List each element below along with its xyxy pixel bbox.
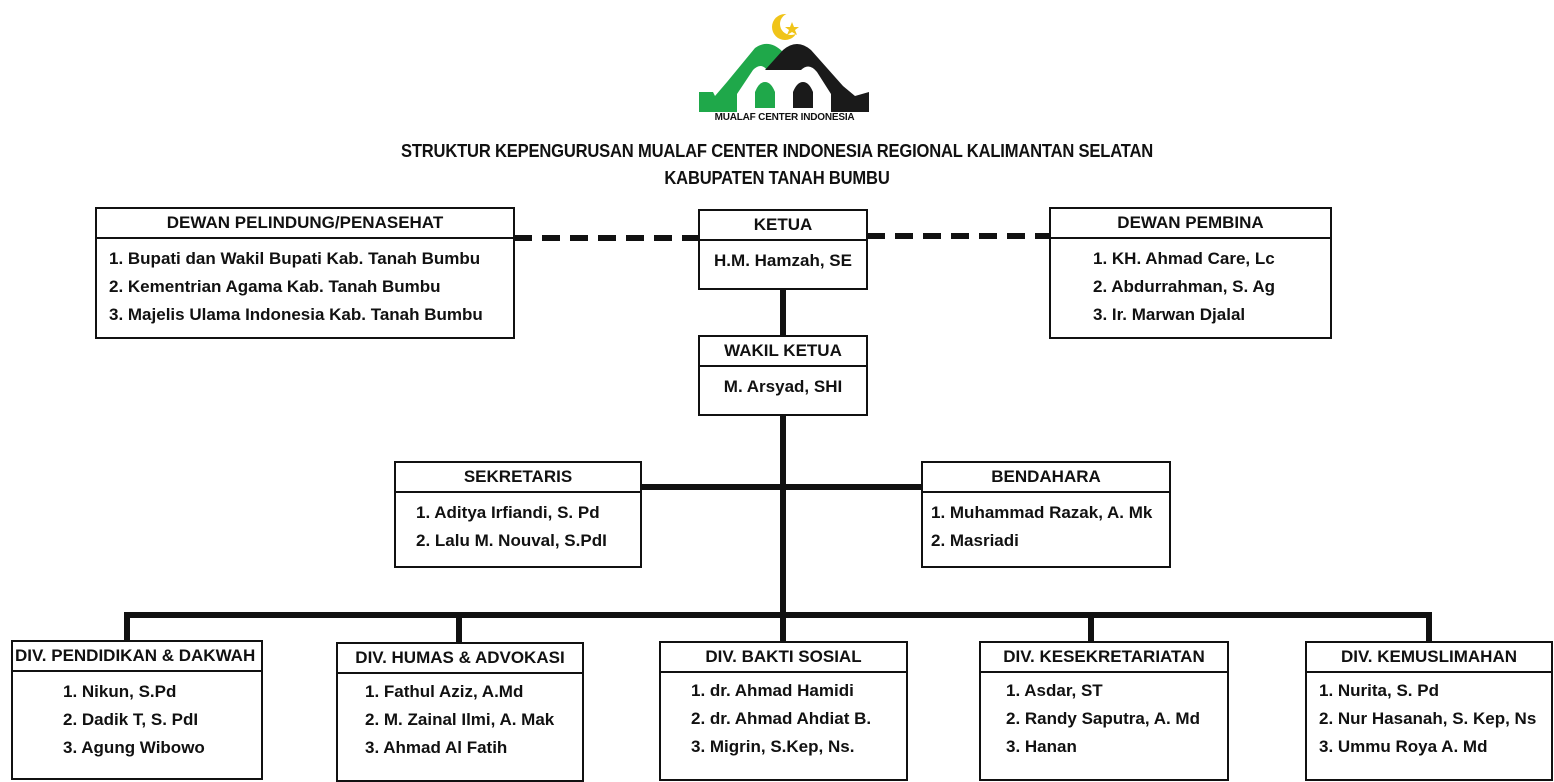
box-div-humas-advokasi: DIV. HUMAS & ADVOKASI 1. Fathul Aziz, A.…: [336, 642, 584, 782]
member-item: 1. Nurita, S. Pd: [1319, 681, 1439, 700]
member-item: 2. M. Zainal Ilmi, A. Mak: [365, 710, 555, 729]
box-div-pendidikan-dakwah: DIV. PENDIDIKAN & DAKWAH 1. Nikun, S.Pd …: [11, 640, 263, 780]
box-div-kemuslimahan: DIV. KEMUSLIMAHAN 1. Nurita, S. Pd 2. Nu…: [1305, 641, 1553, 781]
chart-title-line1: STRUKTUR KEPENGURUSAN MUALAF CENTER INDO…: [400, 141, 1153, 161]
box-div-bakti-sosial: DIV. BAKTI SOSIAL 1. dr. Ahmad Hamidi 2.…: [659, 641, 908, 781]
box-title: SEKRETARIS: [396, 463, 640, 493]
member-item: 2. Masriadi: [931, 531, 1019, 550]
box-title: DEWAN PELINDUNG/PENASEHAT: [97, 209, 513, 239]
box-title: DIV. KESEKRETARIATAN: [981, 643, 1227, 673]
box-title: KETUA: [700, 211, 866, 241]
box-title: DIV. PENDIDIKAN & DAKWAH: [13, 642, 261, 672]
box-bendahara: BENDAHARA 1. Muhammad Razak, A. Mk 2. Ma…: [921, 461, 1171, 568]
member-item: 2. Nur Hasanah, S. Kep, Ns: [1319, 709, 1537, 728]
member-item: 2. dr. Ahmad Ahdiat B.: [691, 709, 872, 728]
box-title: DIV. BAKTI SOSIAL: [661, 643, 906, 673]
box-div-kesekretariatan: DIV. KESEKRETARIATAN 1. Asdar, ST 2. Ran…: [979, 641, 1229, 781]
member-item: 2. Dadik T, S. PdI: [63, 710, 199, 729]
box-wakil-ketua: WAKIL KETUA M. Arsyad, SHI: [698, 335, 868, 416]
box-dewan-pelindung: DEWAN PELINDUNG/PENASEHAT 1. Bupati dan …: [95, 207, 515, 339]
member-item: M. Arsyad, SHI: [723, 377, 843, 396]
member-item: 1. Nikun, S.Pd: [63, 682, 177, 701]
member-item: 1. Asdar, ST: [1006, 681, 1103, 700]
member-item: 3. Migrin, S.Kep, Ns.: [691, 737, 855, 756]
box-title: BENDAHARA: [923, 463, 1169, 493]
member-item: 3. Ir. Marwan Djalal: [1093, 305, 1246, 324]
member-item: 3. Hanan: [1006, 737, 1077, 756]
mosque-logo-icon: [699, 13, 869, 113]
member-item: 1. dr. Ahmad Hamidi: [691, 681, 854, 700]
chart-title-line2: KABUPATEN TANAH BUMBU: [664, 168, 890, 188]
box-title: DIV. HUMAS & ADVOKASI: [338, 644, 582, 674]
member-item: 1. Aditya Irfiandi, S. Pd: [416, 503, 600, 522]
box-title: DIV. KEMUSLIMAHAN: [1307, 643, 1551, 673]
logo-text: MUALAF CENTER INDONESIA: [714, 112, 855, 123]
member-item: 2. Lalu M. Nouval, S.PdI: [416, 531, 607, 550]
member-item: 1. Bupati dan Wakil Bupati Kab. Tanah Bu…: [109, 249, 481, 268]
member-item: 3. Ahmad Al Fatih: [365, 738, 508, 757]
box-ketua: KETUA H.M. Hamzah, SE: [698, 209, 868, 290]
box-dewan-pembina: DEWAN PEMBINA 1. KH. Ahmad Care, Lc 2. A…: [1049, 207, 1332, 339]
member-item: 1. Muhammad Razak, A. Mk: [931, 503, 1153, 522]
member-item: 2. Randy Saputra, A. Md: [1006, 709, 1200, 728]
box-title: WAKIL KETUA: [700, 337, 866, 367]
member-item: 1. Fathul Aziz, A.Md: [365, 682, 524, 701]
member-item: 1. KH. Ahmad Care, Lc: [1093, 249, 1275, 268]
member-item: 2. Kementrian Agama Kab. Tanah Bumbu: [109, 277, 441, 296]
member-item: 3. Majelis Ulama Indonesia Kab. Tanah Bu…: [109, 305, 483, 324]
member-item: 2. Abdurrahman, S. Ag: [1093, 277, 1275, 296]
box-sekretaris: SEKRETARIS 1. Aditya Irfiandi, S. Pd 2. …: [394, 461, 642, 568]
logo: MUALAF CENTER INDONESIA: [697, 10, 872, 128]
member-item: 3. Agung Wibowo: [63, 738, 205, 757]
box-title: DEWAN PEMBINA: [1051, 209, 1330, 239]
member-item: H.M. Hamzah, SE: [714, 251, 852, 270]
member-item: 3. Ummu Roya A. Md: [1319, 737, 1488, 756]
